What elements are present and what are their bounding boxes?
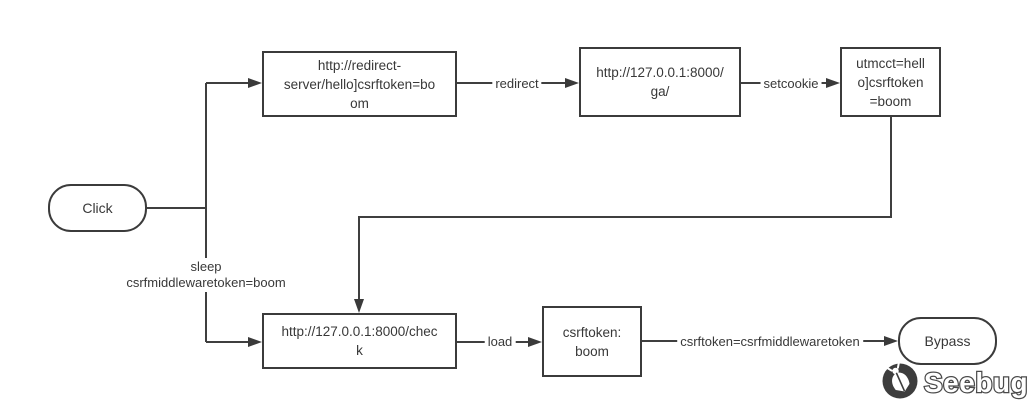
node-utmcct-label: utmcct=hell o]csrftoken =boom	[856, 55, 925, 109]
seebug-logo: Seebug	[872, 353, 1028, 407]
edge-label-redirect: redirect	[492, 75, 542, 93]
arrowhead-bypass	[884, 336, 898, 346]
edge-label-csrftoken-eq: csrftoken=csrfmiddlewaretoken	[677, 333, 863, 351]
node-redirect-server-label: http://redirect- server/hello]csrftoken=…	[283, 57, 436, 111]
edge-label-load: load	[484, 333, 516, 351]
arrowhead-check-top	[354, 299, 364, 313]
node-ga-label: http://127.0.0.1:8000/ ga/	[596, 65, 724, 99]
node-check: http://127.0.0.1:8000/chec k	[262, 313, 457, 369]
node-bypass-label: Bypass	[924, 332, 971, 349]
edge-label-sleep: sleep csrfmiddlewaretoken=boom	[123, 258, 289, 292]
node-check-label: http://127.0.0.1:8000/chec k	[281, 324, 438, 358]
arrowhead-check-left	[248, 337, 262, 347]
seebug-logo-text: Seebug	[924, 367, 1028, 398]
arrowhead-utmcct	[826, 78, 840, 88]
ladybug-icon	[880, 360, 920, 401]
arrowhead-redirect-server	[248, 78, 262, 88]
node-click-label: Click	[82, 199, 113, 216]
edge-utmcct-check	[358, 117, 892, 301]
node-ga: http://127.0.0.1:8000/ ga/	[579, 47, 741, 117]
node-csrftoken-boom: csrftoken: boom	[542, 306, 642, 377]
node-bypass: Bypass	[898, 317, 997, 365]
edge-label-setcookie: setcookie	[760, 75, 822, 93]
arrowhead-ga	[565, 78, 579, 88]
arrowhead-csrftoken-boom	[528, 337, 542, 347]
node-csrftoken-boom-label: csrftoken: boom	[562, 324, 622, 359]
node-click: Click	[48, 184, 147, 232]
node-utmcct: utmcct=hell o]csrftoken =boom	[840, 47, 941, 117]
node-redirect-server: http://redirect- server/hello]csrftoken=…	[262, 51, 457, 117]
